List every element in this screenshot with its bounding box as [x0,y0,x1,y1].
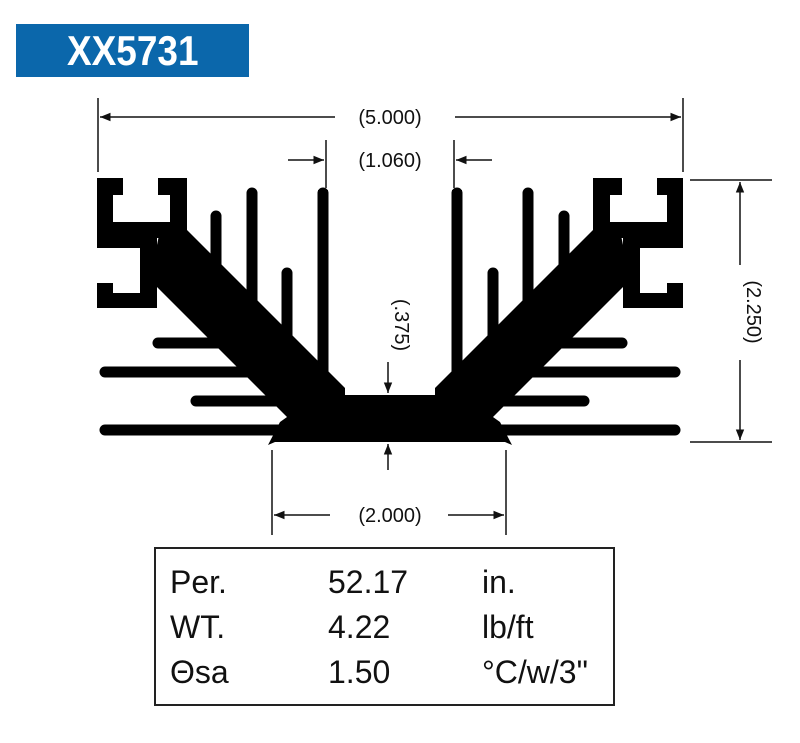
dim-channel-width: (1.060) [358,150,421,172]
spec-unit: lb/ft [482,609,534,645]
spec-value: 1.50 [328,654,391,690]
heatsink-left-half [97,178,395,445]
spec-unit: °C/w/3" [482,654,588,690]
spec-row-weight: WT. 4.22 lb/ft [156,606,613,648]
spec-row-perimeter: Per. 52.17 in. [156,561,613,603]
spec-unit: in. [482,564,516,600]
spec-table: Per. 52.17 in. WT. 4.22 lb/ft Θsa 1.50 °… [154,547,615,706]
dimension-lines [97,98,772,535]
dim-base-thickness: (.375) [390,299,412,351]
dim-overall-width: (5.000) [358,107,421,129]
spec-label: Per. [170,564,227,600]
spec-value: 4.22 [328,609,391,645]
part-number: XX5731 [66,27,199,74]
spec-label: Θsa [170,654,229,690]
spec-label: WT. [170,609,226,645]
spec-value: 52.17 [328,564,409,600]
heatsink-right-half [385,178,683,445]
part-number-banner: XX5731 [16,24,249,77]
dim-height: (2.250) [742,280,764,343]
spec-row-thermal-resistance: Θsa 1.50 °C/w/3" [156,651,613,693]
dim-base-width: (2.000) [358,505,421,527]
